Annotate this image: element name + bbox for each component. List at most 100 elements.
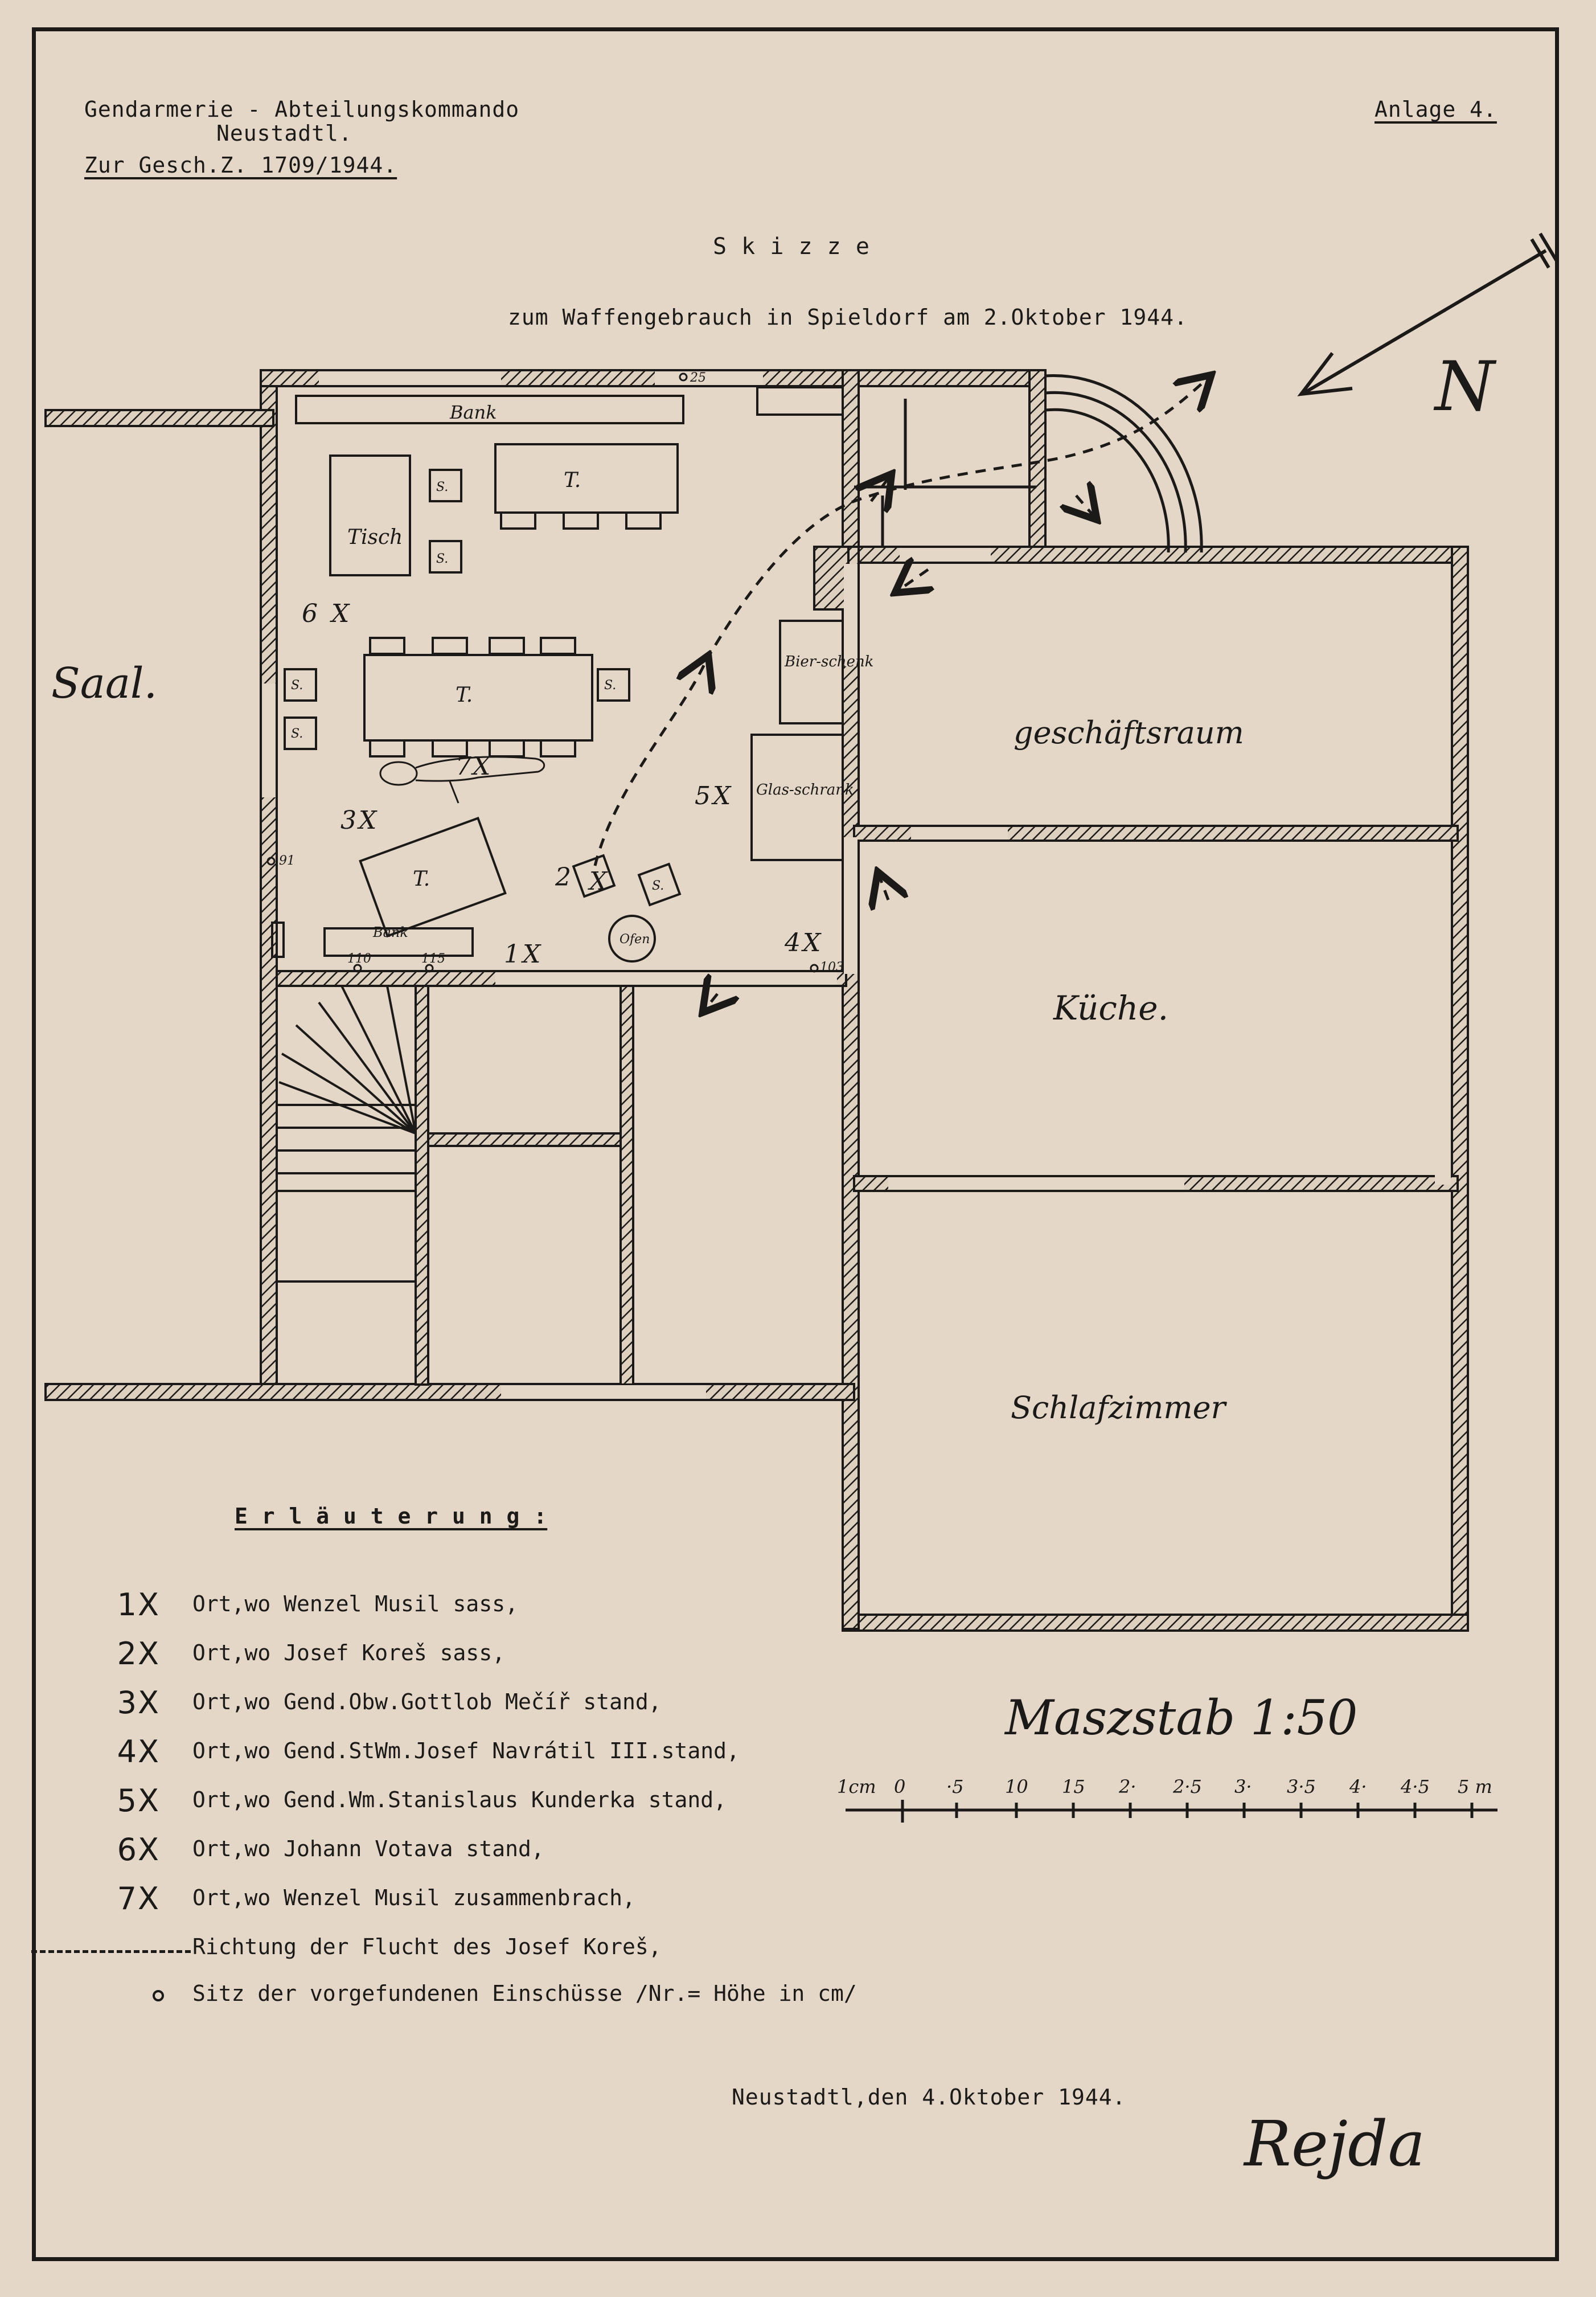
scale-tick-1: 0: [894, 1776, 905, 1798]
wall-north-hall: [842, 369, 1046, 387]
legend-text-5: Ort,wo Gend.Wm.Stanislaus Kunderka stand…: [192, 1787, 727, 1812]
legend-text-2: Ort,wo Josef Koreš sass,: [192, 1640, 506, 1665]
legend-text-4: Ort,wo Gend.StWm.Josef Navrátil III.stan…: [192, 1738, 740, 1763]
marker-x-1: X: [521, 940, 541, 969]
marker-1: 1: [504, 940, 520, 969]
marker-x-2: X: [588, 867, 608, 896]
legend-text-route: Richtung der Flucht des Josef Koreš,: [192, 1934, 662, 1959]
label-ofen: Ofen: [619, 932, 650, 947]
marker-x-6: X: [330, 599, 350, 628]
label-tisch: Tisch: [347, 526, 403, 549]
bench-bottom: [323, 927, 474, 957]
table-t2: [363, 654, 593, 742]
scale-tick-9: 4·: [1349, 1776, 1367, 1798]
signature: Rejda: [1244, 2107, 1426, 2180]
scale-tick-7: 3·: [1234, 1776, 1252, 1798]
wall-hall-west: [842, 369, 860, 559]
table-t1: [494, 443, 679, 514]
room-label-saal: Saal.: [51, 659, 157, 708]
scale-tick-0: 1cm: [837, 1776, 876, 1798]
label-table-t1: T.: [564, 469, 581, 492]
wall-east: [1451, 546, 1469, 1630]
scale-tick-4: 15: [1062, 1776, 1085, 1798]
legend-x-4: X: [138, 1734, 159, 1770]
stove-ofen: [608, 915, 656, 963]
wall-store-east: [619, 985, 634, 1386]
legend-x-5: X: [138, 1783, 159, 1819]
label-chair-4: S.: [291, 727, 303, 741]
legend-text-1: Ort,wo Wenzel Musil sass,: [192, 1591, 518, 1616]
label-chair-2: S.: [436, 552, 448, 566]
legend-title: E r l ä u t e r u n g :: [235, 1504, 548, 1529]
bullet-hole-icon: [153, 1990, 164, 2001]
marker-3: 3: [340, 806, 356, 835]
marker-x-5: X: [711, 781, 732, 810]
room-label-kueche: Küche.: [1053, 989, 1168, 1027]
label-bank-bottom: Bank: [372, 924, 408, 940]
room-label-schlafzimmer: Schlafzimmer: [1011, 1390, 1228, 1426]
room-label-geschaeftsraum: geschäftsraum: [1014, 715, 1244, 751]
wall-store-mid: [415, 1132, 633, 1147]
shot-height-103: 103: [820, 960, 844, 975]
legend-num-1: 1: [117, 1587, 137, 1623]
scale-tick-10: 4·5: [1400, 1776, 1430, 1798]
legend-num-5: 5: [117, 1783, 137, 1819]
scale-tick-5: 2·: [1118, 1776, 1137, 1798]
label-chair-1: S.: [436, 480, 448, 494]
scale-tick-3: 10: [1005, 1776, 1028, 1798]
table-tisch: [329, 455, 411, 576]
shot-height-115: 115: [421, 952, 445, 966]
legend-num-7: 7: [117, 1881, 137, 1917]
marker-x-7: X: [471, 752, 491, 781]
legend-x-6: X: [138, 1832, 159, 1868]
label-glasschrank: Glas-schrank: [756, 781, 854, 799]
document-title: S k i z z e: [713, 234, 870, 260]
legend-num-3: 3: [117, 1685, 137, 1721]
annex-label: Anlage 4.: [1375, 97, 1497, 122]
cabinet-glasschrank: [750, 734, 844, 861]
marker-x-4: X: [801, 928, 822, 957]
shot-height-25: 25: [690, 371, 706, 385]
scale-tick-11: 5 m: [1458, 1776, 1492, 1798]
wall-stub-bierschenk: [813, 546, 850, 611]
scale-tick-8: 3·5: [1287, 1776, 1316, 1798]
marker-2: 2: [555, 863, 571, 892]
place-date: Neustadtl,den 4.Oktober 1944.: [732, 2085, 1126, 2110]
legend-x-7: X: [138, 1881, 159, 1917]
marker-7: 7: [456, 752, 471, 781]
wall-cupboard-top: [756, 386, 844, 416]
wall-street-south: [44, 1383, 855, 1401]
compass-north: N: [1433, 347, 1497, 427]
cabinet-bierschenk: [779, 620, 844, 724]
legend-x-3: X: [138, 1685, 159, 1721]
legend-num-2: 2: [117, 1636, 137, 1672]
marker-5: 5: [695, 781, 711, 810]
page-frame: [32, 27, 1559, 2261]
shot-height-110: 110: [347, 952, 371, 966]
legend-text-shots: Sitz der vorgefundenen Einschüsse /Nr.= …: [192, 1981, 857, 2006]
legend-x-1: X: [138, 1587, 159, 1623]
document-subtitle: zum Waffengebrauch in Spieldorf am 2.Okt…: [508, 305, 1188, 330]
scale-tick-6: 2·5: [1172, 1776, 1202, 1798]
legend-text-3: Ort,wo Gend.Obw.Gottlob Mečíř stand,: [192, 1689, 662, 1714]
wall-west: [260, 369, 278, 1385]
label-chair-6: S.: [652, 879, 664, 893]
label-bierschenk: Bier-schenk: [784, 653, 874, 670]
wall-wing-west: [842, 546, 860, 1630]
scale-tick-2: ·5: [946, 1776, 964, 1798]
wall-saal-north: [44, 409, 274, 427]
marker-4: 4: [784, 928, 801, 957]
scale-title: Maszstab 1:50: [1004, 1690, 1358, 1746]
dashed-line-icon: [31, 1950, 191, 1953]
legend-num-4: 4: [117, 1734, 137, 1770]
label-bank-top: Bank: [449, 402, 497, 423]
label-chair-3: S.: [291, 678, 303, 693]
legend-num-6: 6: [117, 1832, 137, 1868]
wall-stair-east: [415, 985, 429, 1386]
legend-x-2: X: [138, 1636, 159, 1672]
office-line-2: Neustadtl.: [216, 121, 352, 146]
office-line-1: Gendarmerie - Abteilungskommando: [84, 97, 520, 122]
legend-text-7: Ort,wo Wenzel Musil zusammenbrach,: [192, 1885, 635, 1910]
bench-top: [295, 395, 684, 424]
